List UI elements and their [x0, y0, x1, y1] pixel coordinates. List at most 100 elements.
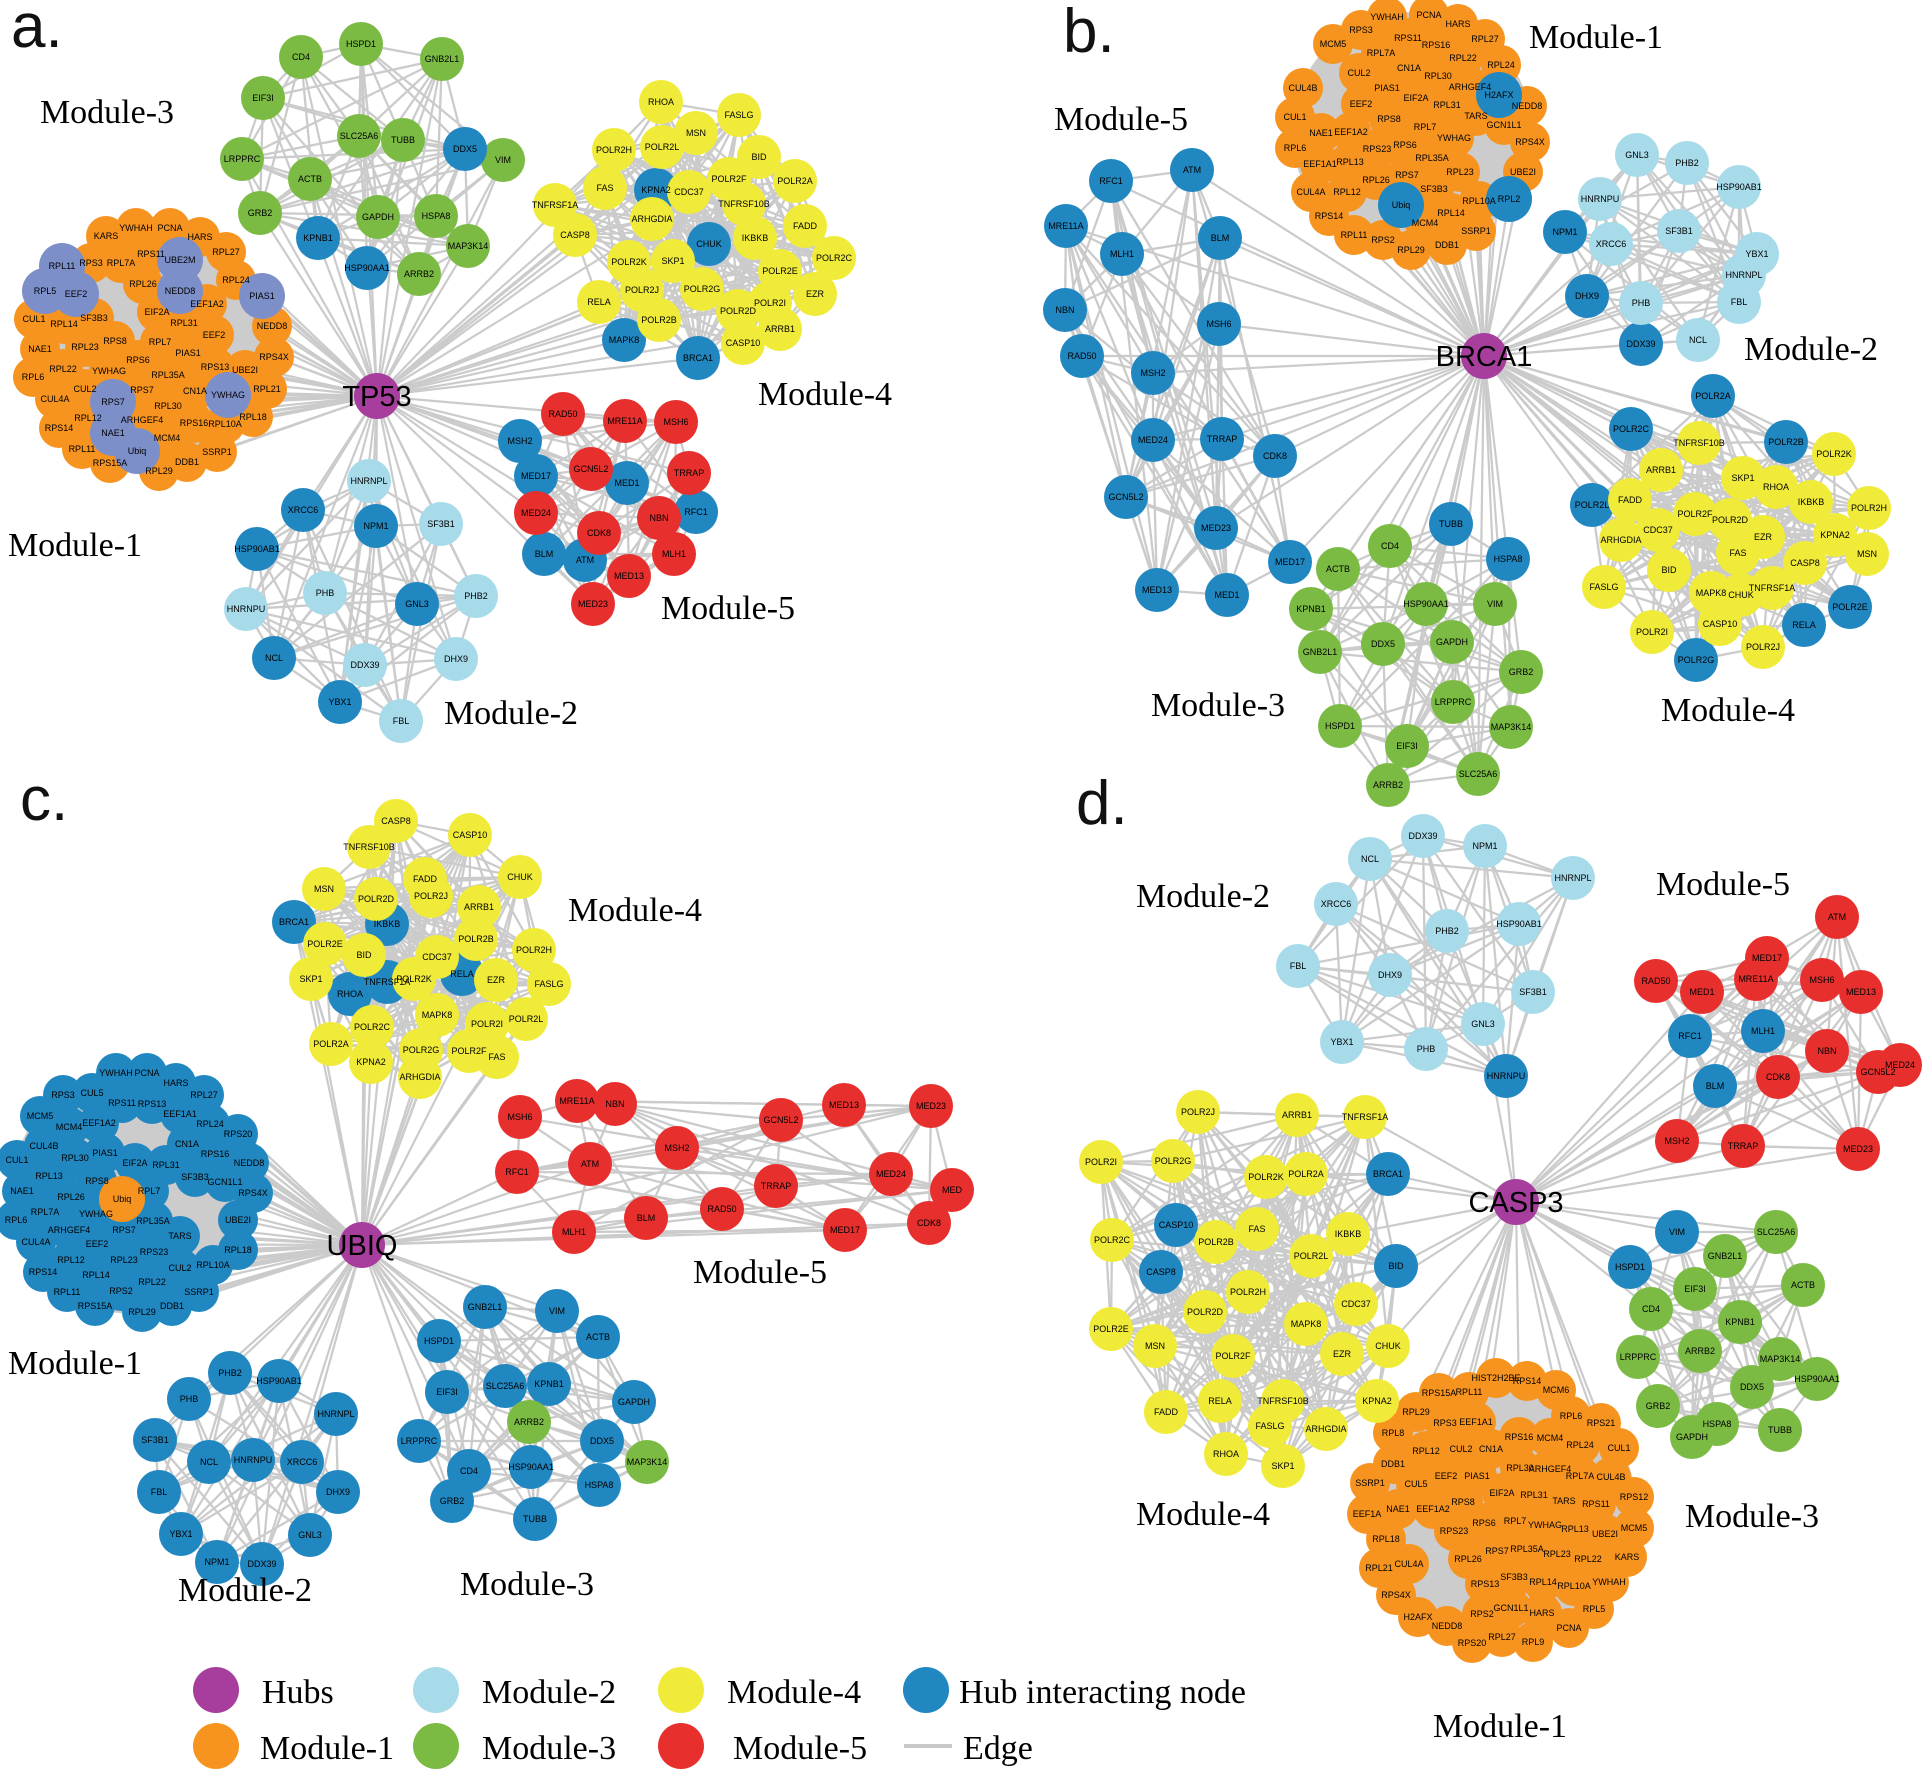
svg-text:YWHAG: YWHAG [211, 390, 245, 400]
svg-text:RPL21: RPL21 [253, 384, 281, 394]
svg-text:DDB1: DDB1 [175, 457, 199, 467]
svg-text:Module-3: Module-3 [460, 1566, 594, 1603]
svg-text:FASLG: FASLG [724, 110, 753, 120]
svg-text:Module-4: Module-4 [1661, 692, 1795, 729]
svg-text:CUL1: CUL1 [5, 1155, 28, 1165]
svg-text:PHB2: PHB2 [218, 1368, 242, 1378]
svg-text:POLR2C: POLR2C [816, 253, 853, 263]
svg-text:NBN: NBN [649, 513, 668, 523]
svg-text:DDX39: DDX39 [350, 660, 379, 670]
svg-text:POLR2B: POLR2B [1768, 437, 1804, 447]
svg-text:MED23: MED23 [916, 1101, 946, 1111]
svg-text:HSPA8: HSPA8 [1703, 1419, 1732, 1429]
svg-text:POLR2H: POLR2H [516, 945, 552, 955]
svg-text:ARHGEF4: ARHGEF4 [1449, 82, 1492, 92]
svg-text:RPL6: RPL6 [5, 1215, 28, 1225]
svg-text:HARS: HARS [187, 232, 212, 242]
svg-text:MAPK8: MAPK8 [422, 1010, 453, 1020]
svg-text:POLR2I: POLR2I [1636, 627, 1668, 637]
svg-text:HNRNPU: HNRNPU [234, 1455, 273, 1465]
svg-text:KPNB1: KPNB1 [1725, 1317, 1755, 1327]
svg-text:NPM1: NPM1 [1552, 227, 1577, 237]
svg-text:DDX5: DDX5 [1740, 1382, 1764, 1392]
svg-text:FADD: FADD [793, 221, 818, 231]
svg-text:CDK8: CDK8 [1263, 451, 1287, 461]
svg-text:MCM5: MCM5 [1621, 1523, 1648, 1533]
svg-text:TUBB: TUBB [523, 1514, 547, 1524]
svg-text:Ubiq: Ubiq [113, 1194, 132, 1204]
svg-text:PHB: PHB [1417, 1044, 1436, 1054]
svg-text:PCNA: PCNA [157, 223, 182, 233]
svg-text:DDB1: DDB1 [1381, 1459, 1405, 1469]
svg-text:FASLG: FASLG [534, 979, 563, 989]
svg-text:POLR2J: POLR2J [414, 891, 448, 901]
svg-text:RPL23: RPL23 [1446, 167, 1474, 177]
svg-text:FADD: FADD [413, 874, 438, 884]
svg-text:RPS7: RPS7 [101, 397, 125, 407]
svg-text:SSRP1: SSRP1 [1461, 226, 1491, 236]
svg-text:RPS13: RPS13 [138, 1099, 167, 1109]
svg-text:RPL7A: RPL7A [1367, 48, 1396, 58]
svg-text:HNRNPU: HNRNPU [1487, 1071, 1526, 1081]
svg-text:RPS7: RPS7 [1395, 170, 1419, 180]
svg-text:CASP10: CASP10 [1703, 619, 1738, 629]
svg-text:CUL4A: CUL4A [21, 1237, 50, 1247]
svg-text:ATM: ATM [1828, 912, 1846, 922]
svg-text:BRCA1: BRCA1 [1436, 341, 1533, 373]
svg-text:MSN: MSN [314, 884, 334, 894]
svg-text:DDX5: DDX5 [453, 144, 477, 154]
svg-text:FASLG: FASLG [1589, 582, 1618, 592]
svg-text:RPS6: RPS6 [126, 355, 150, 365]
svg-text:RAD50: RAD50 [1641, 976, 1670, 986]
svg-text:NPM1: NPM1 [363, 521, 388, 531]
svg-text:RAD50: RAD50 [548, 409, 577, 419]
svg-text:ARRB1: ARRB1 [464, 902, 494, 912]
svg-text:RAD50: RAD50 [1067, 351, 1096, 361]
svg-text:RPS15A: RPS15A [93, 458, 128, 468]
svg-text:NAE1: NAE1 [1309, 128, 1333, 138]
svg-text:RPL24: RPL24 [196, 1119, 224, 1129]
svg-text:Module-1: Module-1 [8, 1345, 142, 1382]
svg-text:RPL30: RPL30 [154, 401, 182, 411]
svg-text:POLR2J: POLR2J [1181, 1107, 1215, 1117]
svg-text:RPS7: RPS7 [112, 1225, 136, 1235]
svg-text:IKBKB: IKBKB [742, 233, 769, 243]
svg-text:XRCC6: XRCC6 [1596, 239, 1627, 249]
svg-text:NEDD8: NEDD8 [234, 1158, 265, 1168]
svg-text:SF3B3: SF3B3 [1500, 1572, 1528, 1582]
svg-text:ARRB2: ARRB2 [1685, 1346, 1715, 1356]
svg-text:CUL1: CUL1 [1283, 112, 1306, 122]
svg-text:MAPK8: MAPK8 [609, 335, 640, 345]
svg-text:CDC37: CDC37 [1643, 525, 1673, 535]
svg-text:NCL: NCL [200, 1457, 218, 1467]
svg-text:d.: d. [1076, 769, 1128, 838]
svg-text:MED17: MED17 [830, 1225, 860, 1235]
svg-text:MAPK8: MAPK8 [1696, 588, 1727, 598]
svg-text:GAPDH: GAPDH [1436, 637, 1468, 647]
svg-text:Module-2: Module-2 [482, 1674, 616, 1711]
svg-text:ARHGDIA: ARHGDIA [1305, 1424, 1346, 1434]
svg-text:SF3B3: SF3B3 [1420, 184, 1448, 194]
svg-text:RPL9: RPL9 [1522, 1637, 1545, 1647]
svg-text:EEF1A1: EEF1A1 [1459, 1417, 1493, 1427]
svg-text:NBN: NBN [1055, 305, 1074, 315]
svg-text:Module-5: Module-5 [693, 1254, 827, 1291]
svg-text:SKP1: SKP1 [1271, 1461, 1294, 1471]
svg-text:POLR2E: POLR2E [307, 939, 343, 949]
svg-text:CDK8: CDK8 [1766, 1072, 1790, 1082]
svg-text:FBL: FBL [1731, 297, 1748, 307]
svg-text:Module-3: Module-3 [40, 94, 174, 131]
svg-text:SKP1: SKP1 [661, 256, 684, 266]
svg-text:POLR2D: POLR2D [358, 894, 395, 904]
svg-text:FAS: FAS [1729, 548, 1746, 558]
svg-text:BLM: BLM [1706, 1081, 1725, 1091]
svg-text:BID: BID [1388, 1261, 1404, 1271]
svg-text:IKBKB: IKBKB [374, 919, 401, 929]
svg-text:RAD50: RAD50 [707, 1204, 736, 1214]
svg-text:MSN: MSN [1145, 1341, 1165, 1351]
svg-text:Module-5: Module-5 [733, 1730, 867, 1767]
svg-text:TRRAP: TRRAP [674, 468, 705, 478]
svg-text:CASP10: CASP10 [1159, 1220, 1194, 1230]
svg-text:RPL14: RPL14 [1529, 1577, 1557, 1587]
svg-text:TRRAP: TRRAP [1207, 434, 1238, 444]
